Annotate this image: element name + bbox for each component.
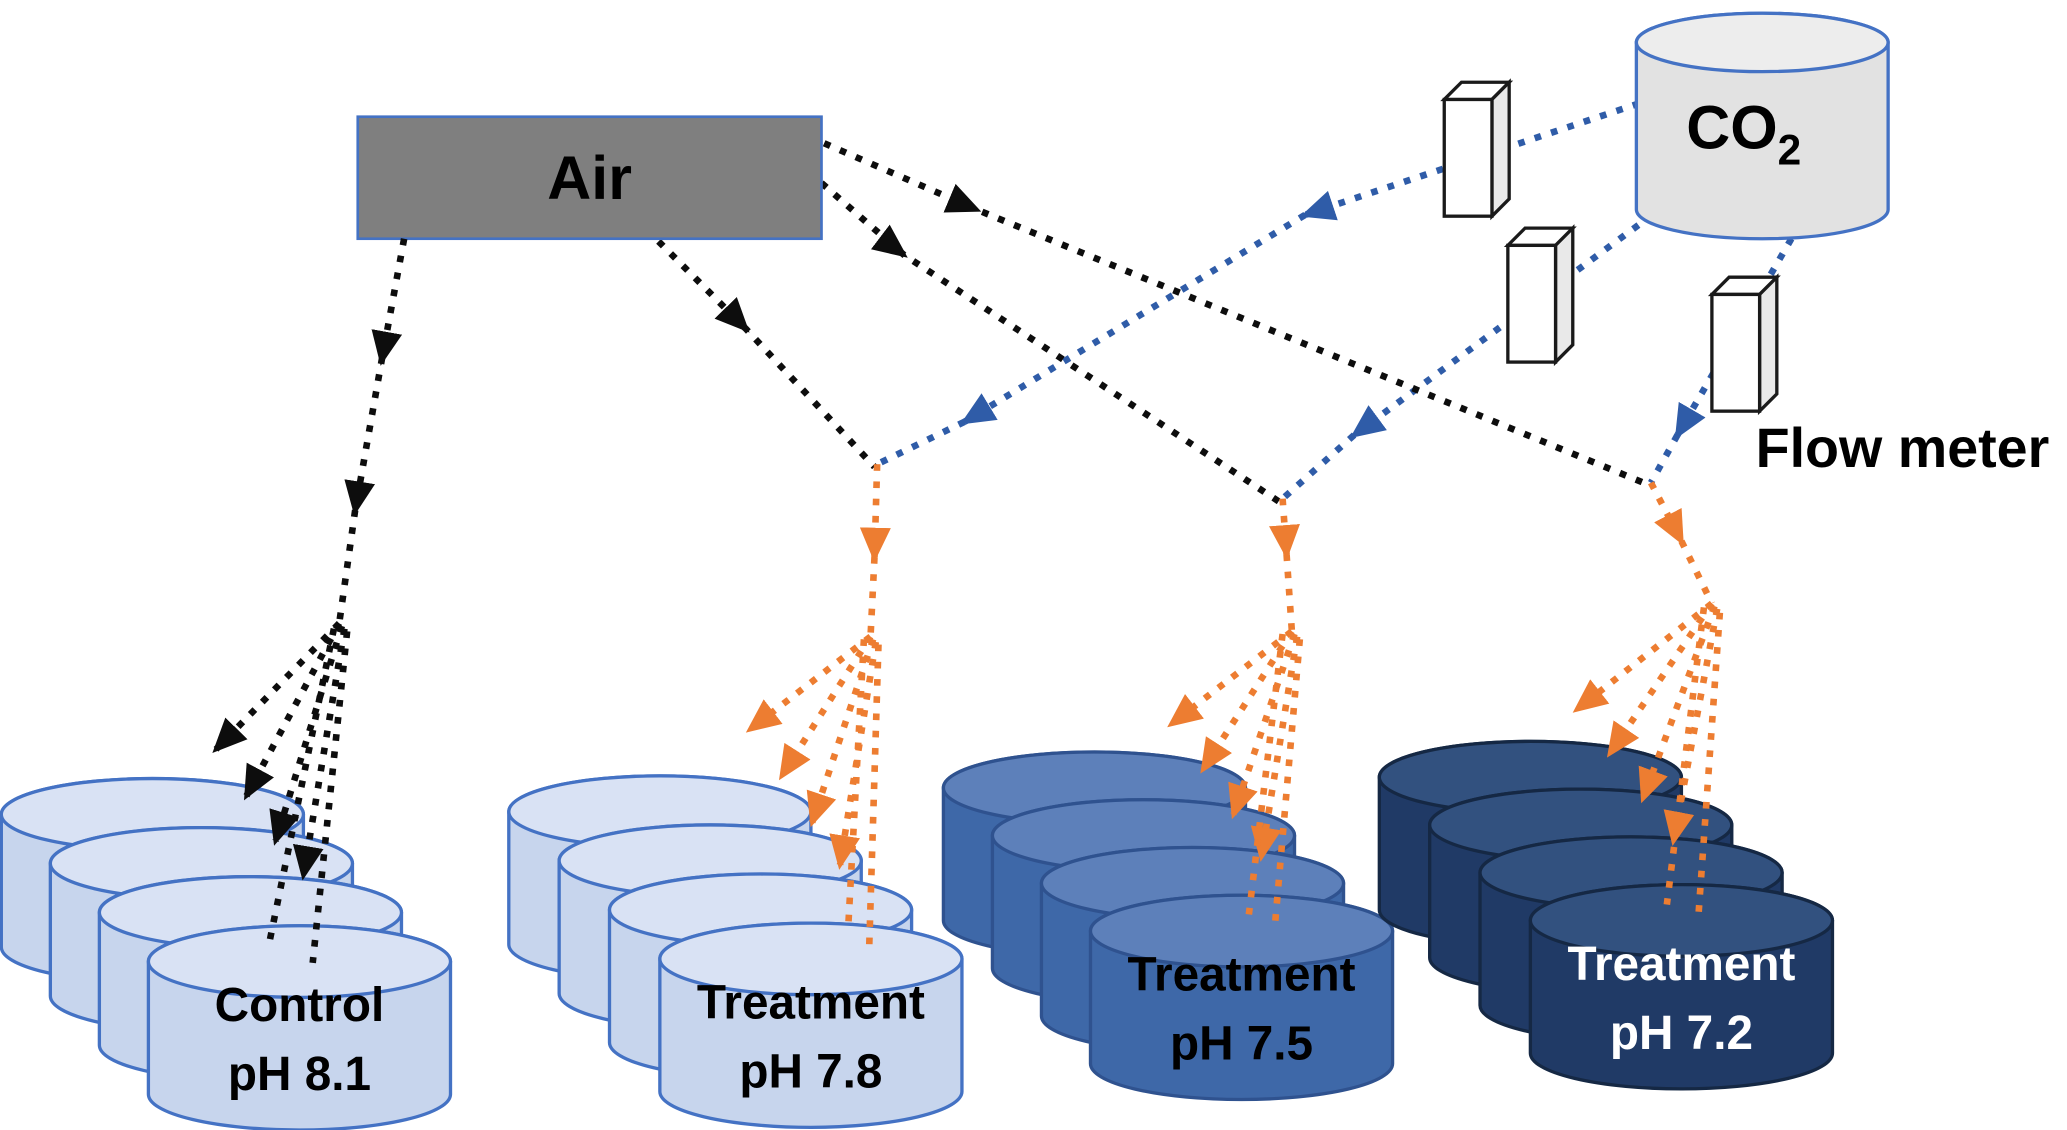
flow-meter-label: Flow meter	[1756, 417, 2050, 479]
tank-label-7-8-line1: Treatment	[697, 977, 925, 1030]
flow-meter-2-side-face	[1553, 224, 1575, 367]
co2-line-1-seg-c	[875, 418, 967, 468]
tank-group-treatment-7-8	[507, 774, 964, 1129]
co2-line-2-seg-a	[1349, 212, 1655, 439]
co2-line-2-seg-b	[1280, 432, 1357, 502]
air-fan-tail	[309, 630, 351, 964]
mixed-main-line	[1283, 554, 1296, 632]
mixed-main-arrow	[859, 464, 891, 563]
air-to-junction-arrows	[656, 140, 1649, 505]
air-line-to-junction-2	[819, 180, 1281, 505]
mixed-fan-arrow	[745, 633, 873, 733]
mixed-fan-arrow	[1250, 636, 1301, 862]
air-source-box	[356, 115, 823, 241]
tank-label-7-5-line2: pH 7.5	[1170, 1018, 1313, 1071]
tank-group-control	[0, 776, 453, 1130]
mixed-fan-arrow	[1572, 600, 1714, 713]
flow-meter-2-front-face	[1506, 243, 1558, 364]
air-main-line-control	[335, 238, 408, 624]
tank-cylinder-top	[146, 924, 453, 1000]
mixed-gas-arrows-7-8	[745, 464, 891, 948]
flow-meters	[1440, 78, 1781, 416]
air-line-to-junction-1	[656, 239, 877, 470]
tank-label-control-line2: pH 8.1	[228, 1048, 371, 1101]
mixed-main-arrow	[1648, 481, 1685, 546]
air-fan-arrow	[292, 628, 348, 881]
tank-group-treatment-7-2	[1377, 739, 1835, 1091]
tank-label-control-line1: Control	[215, 979, 385, 1032]
co2-label: CO2	[1686, 94, 1801, 174]
flow-meter-1-side-face	[1490, 78, 1511, 221]
mixed-fan-arrow	[829, 641, 880, 870]
mixed-fan-tail	[1244, 633, 1286, 921]
tank-label-7-5-line1: Treatment	[1128, 949, 1356, 1002]
mixed-fan-arrow	[1606, 601, 1715, 758]
flow-meter-3-side-face	[1757, 273, 1779, 416]
mixed-fan-arrow	[778, 634, 874, 781]
air-fan-arrow	[243, 621, 343, 801]
mixed-fan-tail	[844, 639, 868, 932]
flow-meter-3-front-face	[1710, 292, 1762, 413]
tank-label-7-2-line1: Treatment	[1567, 938, 1795, 991]
co2-line-1-seg-b	[960, 212, 1307, 425]
mixed-fan-arrow	[1167, 628, 1294, 728]
flow-meter-2	[1503, 224, 1577, 367]
co2-tank-top	[1634, 11, 1890, 74]
tank-cylinder-top	[1088, 893, 1395, 969]
mixed-fan-tail	[1271, 638, 1304, 929]
air-fan-arrow	[212, 621, 342, 754]
mixed-main-arrow	[1269, 498, 1300, 560]
flow-meter-1-front-face	[1442, 97, 1494, 218]
mixed-gas-arrows-7-5	[1167, 498, 1304, 929]
air-fan-arrow	[269, 625, 346, 846]
air-line-to-junction-3	[822, 140, 1649, 488]
mixed-fan-arrow	[1228, 632, 1298, 820]
co2-line-3-seg-b	[1648, 433, 1681, 485]
flow-meter-3	[1707, 273, 1781, 416]
tank-cylinder-top	[658, 921, 964, 997]
co2-line-3-seg-a	[1674, 237, 1795, 440]
tank-cylinder-top	[1528, 882, 1835, 958]
mixed-gas-arrows-7-2	[1572, 481, 1724, 913]
mixed-fan-arrow	[1663, 608, 1721, 846]
mixed-fan-arrow	[806, 638, 877, 828]
air-fan-tail	[265, 627, 338, 945]
co2-tank	[1634, 11, 1890, 241]
mixed-main-line	[867, 556, 878, 637]
tank-label-7-2-line2: pH 7.2	[1610, 1007, 1753, 1060]
flow-meter-1	[1440, 78, 1514, 221]
air-label: Air	[547, 144, 632, 212]
tank-group-treatment-7-5	[941, 750, 1395, 1102]
tank-label-7-8-line2: pH 7.8	[739, 1046, 882, 1099]
mixed-main-line	[1678, 539, 1715, 605]
air-to-control-arrows	[212, 238, 408, 964]
